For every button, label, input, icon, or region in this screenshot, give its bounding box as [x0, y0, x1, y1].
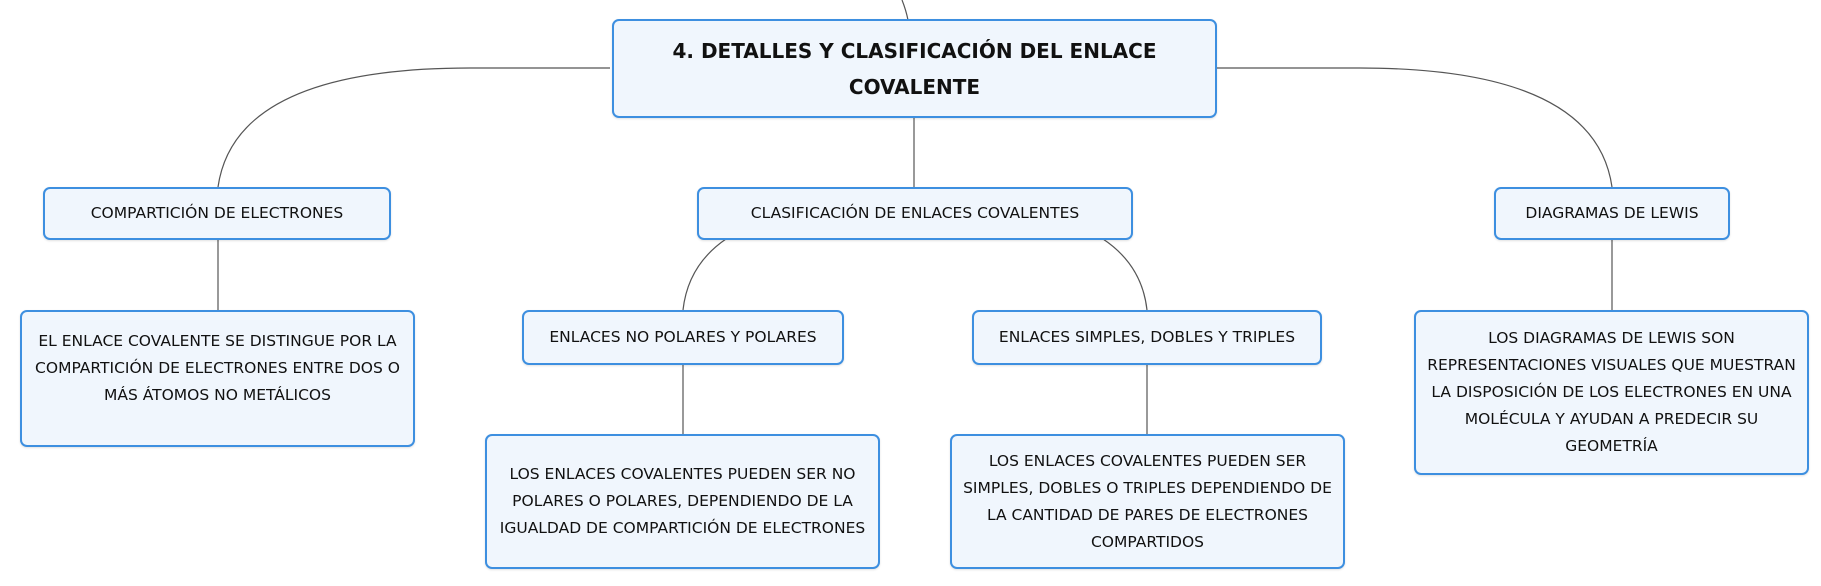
connector-clasificacion-to-simples [1102, 238, 1148, 311]
topic-label: CLASIFICACIÓN DE ENLACES COVALENTES [750, 204, 1080, 222]
detail-polares-desc[interactable]: LOS ENLACES COVALENTES PUEDEN SER NO POL… [485, 434, 880, 569]
subtopic-label: EL ENLACE COVALENTE SE DISTINGUE POR LA … [35, 332, 400, 404]
subtopic-label: LOS DIAGRAMAS DE LEWIS SON REPRESENTACIO… [1427, 329, 1796, 455]
detail-label: LOS ENLACES COVALENTES PUEDEN SER NO POL… [499, 465, 866, 537]
root-topic-label: 4. DETALLES Y CLASIFICACIÓN DEL ENLACE C… [672, 38, 1157, 99]
topic-comparticion-electrones[interactable]: COMPARTICIÓN DE ELECTRONES [43, 187, 391, 240]
subtopic-simples-dobles-triples[interactable]: ENLACES SIMPLES, DOBLES Y TRIPLES [972, 310, 1322, 365]
detail-simples-desc[interactable]: LOS ENLACES COVALENTES PUEDEN SER SIMPLE… [950, 434, 1345, 569]
subtopic-label: ENLACES NO POLARES Y POLARES [549, 328, 817, 346]
topic-diagramas-lewis[interactable]: DIAGRAMAS DE LEWIS [1494, 187, 1730, 240]
connector-clasificacion-to-polares [682, 238, 727, 311]
subtopic-no-polares-polares[interactable]: ENLACES NO POLARES Y POLARES [522, 310, 844, 365]
root-topic[interactable]: 4. DETALLES Y CLASIFICACIÓN DEL ENLACE C… [612, 19, 1217, 118]
connector-root-to-comparticion [217, 67, 610, 188]
topic-clasificacion-enlaces[interactable]: CLASIFICACIÓN DE ENLACES COVALENTES [697, 187, 1133, 240]
subtopic-label: ENLACES SIMPLES, DOBLES Y TRIPLES [998, 328, 1296, 346]
connector-parent-to-root [901, 0, 909, 21]
subtopic-lewis-desc[interactable]: LOS DIAGRAMAS DE LEWIS SON REPRESENTACIO… [1414, 310, 1809, 475]
topic-label: COMPARTICIÓN DE ELECTRONES [90, 204, 344, 222]
connector-root-to-lewis [1216, 67, 1613, 188]
topic-label: DIAGRAMAS DE LEWIS [1525, 204, 1699, 222]
subtopic-comparticion-desc[interactable]: EL ENLACE COVALENTE SE DISTINGUE POR LA … [20, 310, 415, 447]
detail-label: LOS ENLACES COVALENTES PUEDEN SER SIMPLE… [963, 451, 1332, 551]
